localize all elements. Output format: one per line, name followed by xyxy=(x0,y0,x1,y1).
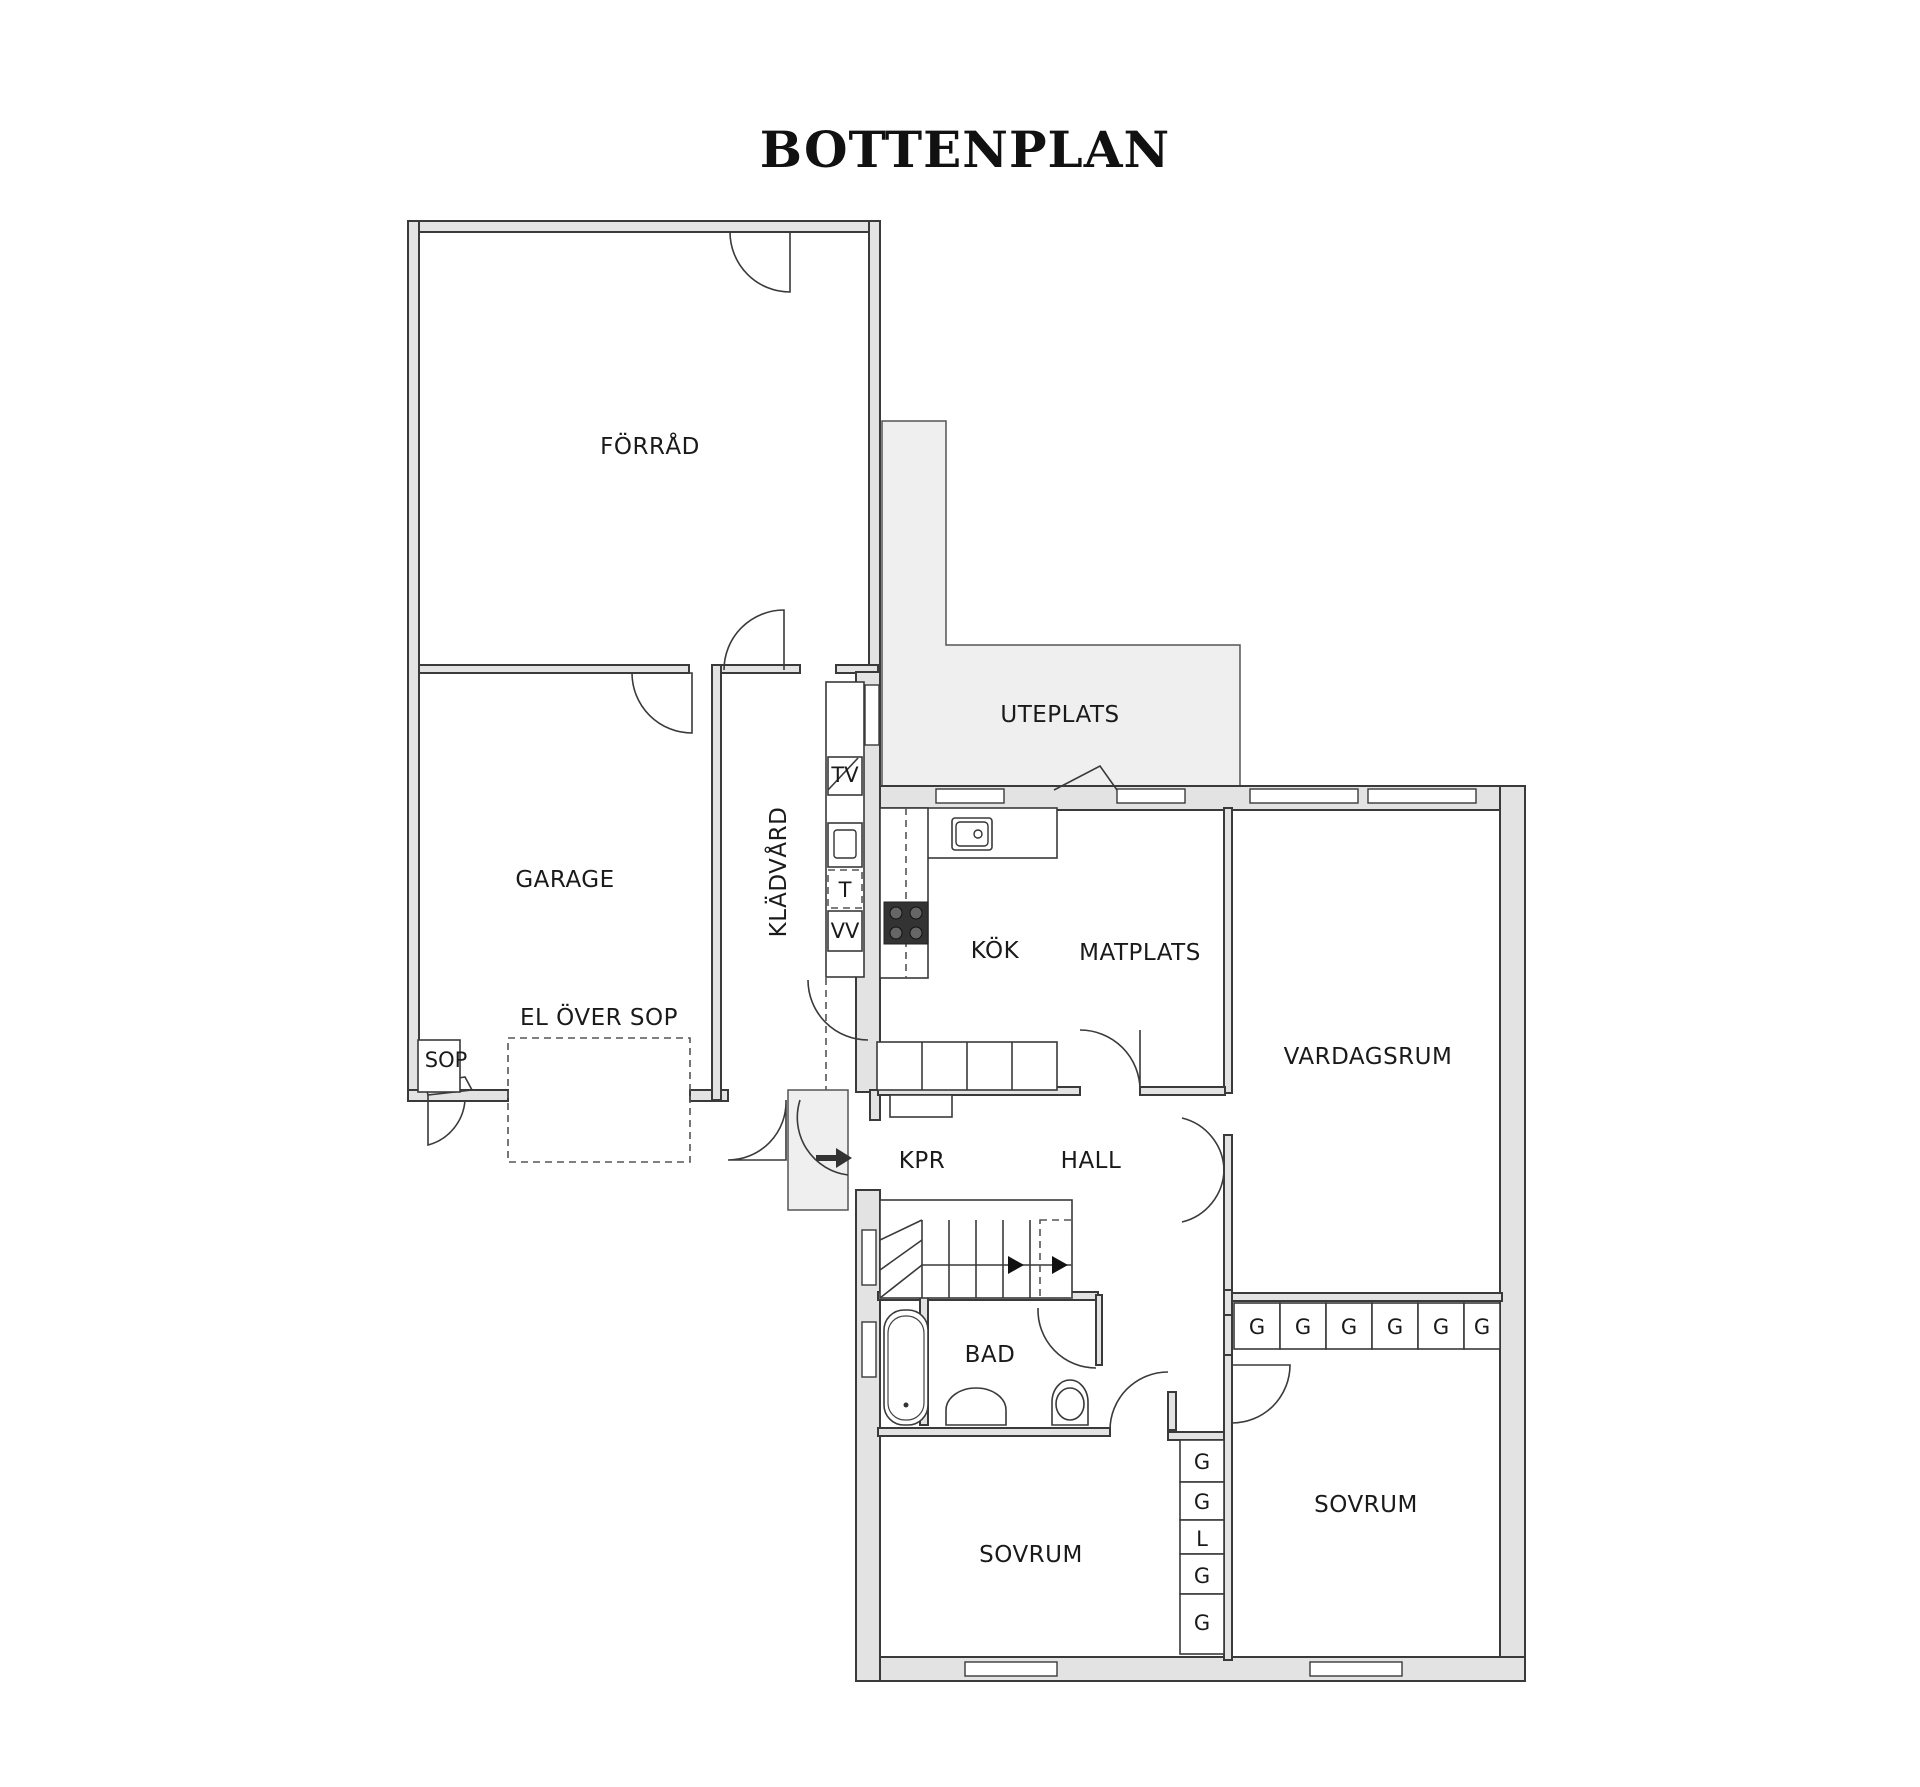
room-label-uteplats: UTEPLATS xyxy=(1000,702,1119,728)
closet-label: G xyxy=(1433,1315,1449,1339)
closet-label: G xyxy=(1249,1315,1265,1339)
room-label-hall: HALL xyxy=(1061,1148,1122,1174)
room-label-kpr: KPR xyxy=(899,1148,945,1174)
windows xyxy=(861,684,1477,1677)
closet-label: G xyxy=(1194,1564,1210,1588)
room-label-kok: KÖK xyxy=(971,936,1020,964)
doors xyxy=(424,231,1291,1431)
sink-icon xyxy=(955,821,989,847)
closet-label: G xyxy=(1474,1315,1490,1339)
room-label-sovrum-left: SOVRUM xyxy=(979,1542,1083,1568)
closet-label: G xyxy=(1295,1315,1311,1339)
appliance-label-t: T xyxy=(838,878,852,902)
room-label-sop: SOP xyxy=(425,1048,468,1072)
closet-label: G xyxy=(1387,1315,1403,1339)
bathroom-fixtures xyxy=(883,1309,1089,1426)
room-label-forrad: FÖRRÅD xyxy=(600,432,700,460)
plan-title: BOTTENPLAN xyxy=(760,120,1170,179)
closet-label: L xyxy=(1196,1527,1208,1551)
closet-label: G xyxy=(1194,1611,1210,1635)
room-label-sovrum-right: SOVRUM xyxy=(1314,1492,1418,1518)
closet-column: G G L G G xyxy=(1179,1439,1225,1655)
room-label-vardagsrum: VARDAGSRUM xyxy=(1284,1044,1453,1070)
garage-fixtures xyxy=(417,1037,691,1163)
patio-area xyxy=(881,420,1241,787)
closet-label: G xyxy=(1194,1490,1210,1514)
room-label-bad: BAD xyxy=(965,1342,1016,1368)
entrance-arrow-icon xyxy=(816,1148,852,1168)
kitchen-counters xyxy=(876,807,1058,1118)
closet-label: G xyxy=(1341,1315,1357,1339)
room-label-garage: GARAGE xyxy=(515,867,614,893)
stairs xyxy=(879,1199,1073,1299)
closet-label: G xyxy=(1194,1450,1210,1474)
appliance-label-tv: TV xyxy=(830,763,859,787)
room-label-matplats: MATPLATS xyxy=(1079,940,1201,966)
closet-row: G G G G G G xyxy=(1233,1302,1501,1350)
room-label-kladvard: KLÄDVÅRD xyxy=(764,807,792,938)
laundry-appliances xyxy=(825,681,865,1090)
storage-garage-walls xyxy=(407,220,881,1102)
cooktop-icon xyxy=(883,901,929,945)
room-label-el-over-sop: EL ÖVER SOP xyxy=(520,1003,678,1031)
appliance-label-vv: VV xyxy=(831,919,860,943)
